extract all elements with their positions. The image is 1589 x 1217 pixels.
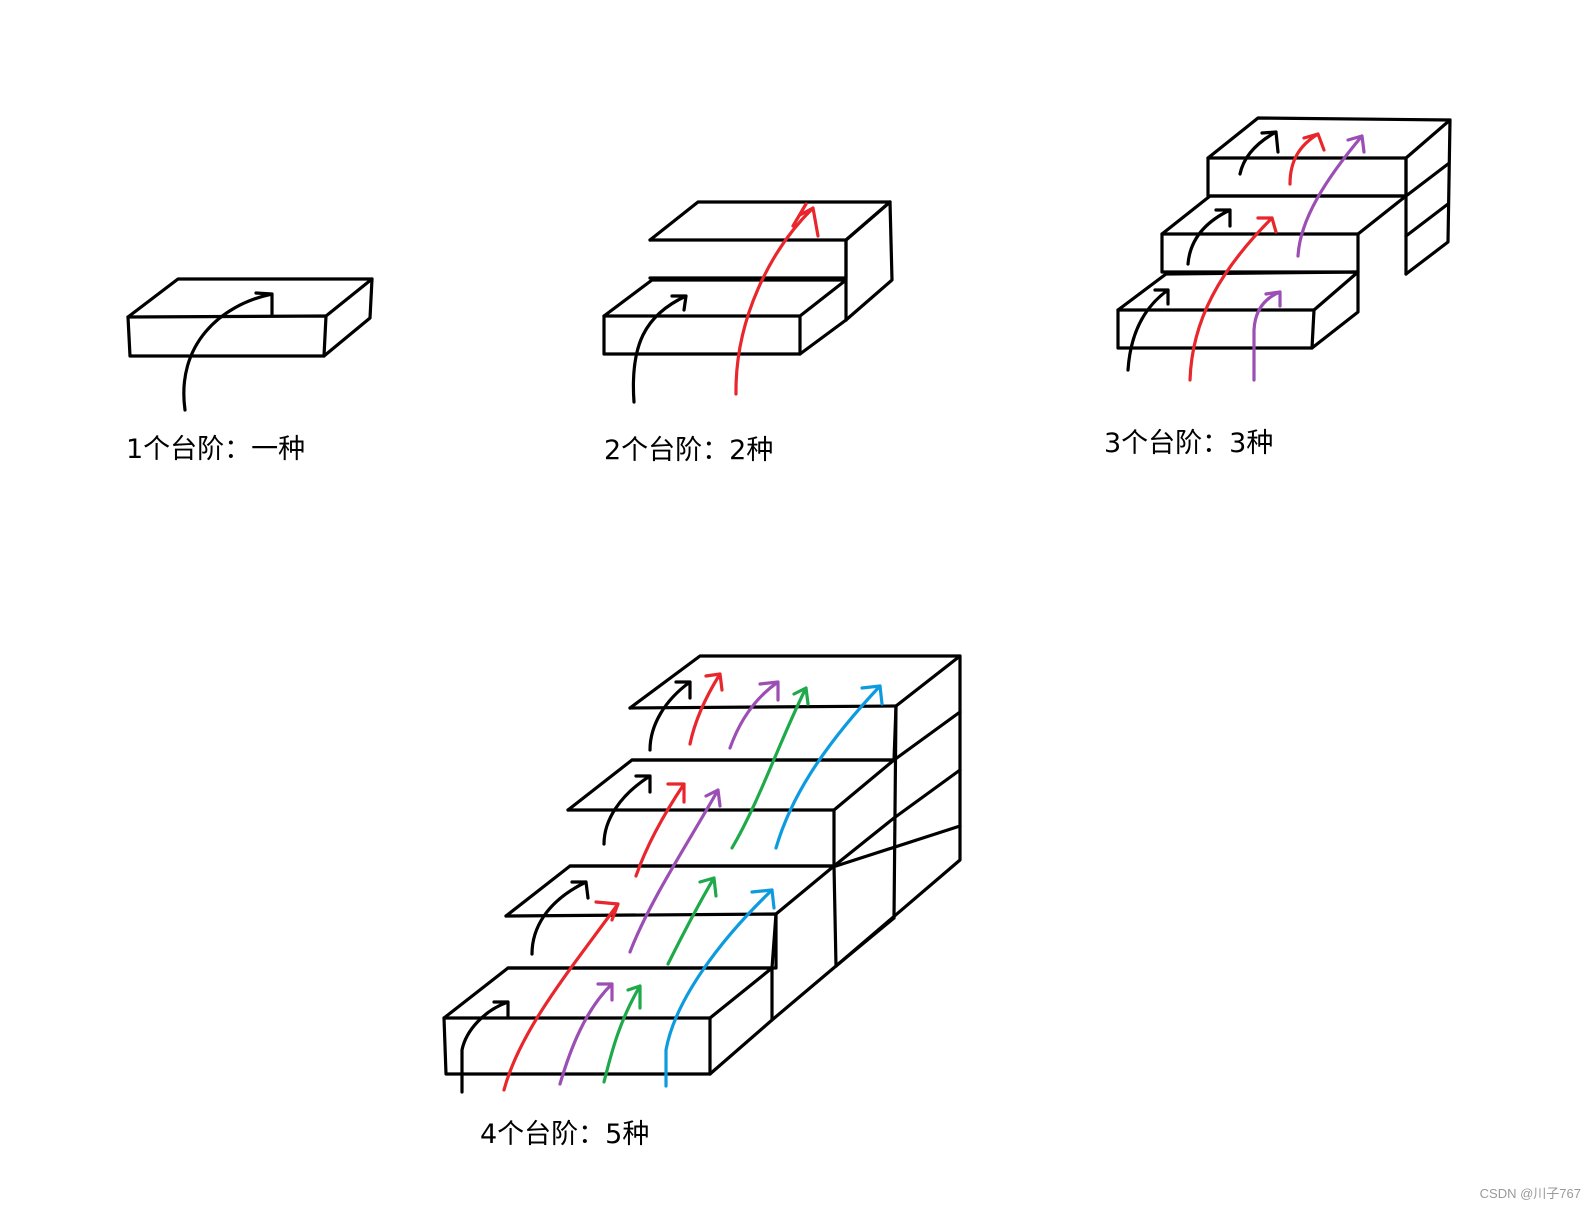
stairs-4-path-arrow <box>728 680 780 750</box>
stairs-4-path-arrow <box>558 982 614 1086</box>
stairs-3-path-arrow <box>1126 288 1170 372</box>
stairs-4-path-arrow <box>730 686 810 850</box>
stairs-4-path-arrow <box>530 880 590 956</box>
stairs-4-path-arrow <box>628 788 722 954</box>
watermark: CSDN @川子767 <box>1479 1186 1581 1201</box>
stairs-1-path-arrows <box>182 291 274 412</box>
stairs-4-path-arrow <box>602 984 642 1084</box>
stairs-4-blocks <box>442 654 962 1076</box>
stairs-3-path-arrow <box>1252 290 1282 382</box>
stairs-3-path-arrow <box>1288 132 1326 186</box>
caption-two-steps: 2个台阶：2种 <box>604 435 774 466</box>
stairs-4-path-arrow <box>460 1000 510 1094</box>
stairs-4-path-arrow <box>648 680 692 752</box>
caption-one-step: 1个台阶：一种 <box>126 434 306 465</box>
stairs-4-path-arrow <box>666 876 718 966</box>
stairs-3-path-arrow <box>1296 134 1366 258</box>
stairs-1-path-arrow <box>182 291 274 412</box>
stairs-3-path-arrows <box>1126 130 1366 382</box>
caption-three-steps: 3个台阶：3种 <box>1104 428 1274 459</box>
stairs-4-path-arrow <box>664 888 776 1088</box>
stairs-4-path-arrow <box>634 782 686 878</box>
stairs-2-blocks <box>602 200 894 356</box>
stairs-3-blocks <box>1116 116 1452 350</box>
caption-four-steps: 4个台阶：5种 <box>480 1119 650 1150</box>
stairs-4-diagram <box>442 654 962 1094</box>
stairs-4-path-arrow <box>774 684 884 850</box>
stairs-3-path-arrow <box>1238 130 1280 176</box>
stairs-1-diagram <box>126 277 374 412</box>
stairs-1-blocks <box>126 277 374 358</box>
stairs-2-diagram <box>602 200 894 404</box>
stairs-3-path-arrow <box>1186 208 1232 266</box>
stairs-4-path-arrow <box>688 672 724 746</box>
stairs-4-path-arrow <box>602 774 652 846</box>
stairs-3-path-arrow <box>1188 216 1278 382</box>
stairs-2-path-arrow <box>734 202 820 396</box>
stairs-4-path-arrows <box>460 672 884 1094</box>
stairs-3-diagram <box>1116 116 1452 382</box>
stairs-4-path-arrow <box>502 900 620 1092</box>
stairs-2-path-arrow <box>631 294 688 404</box>
stairs-2-path-arrows <box>631 202 820 404</box>
